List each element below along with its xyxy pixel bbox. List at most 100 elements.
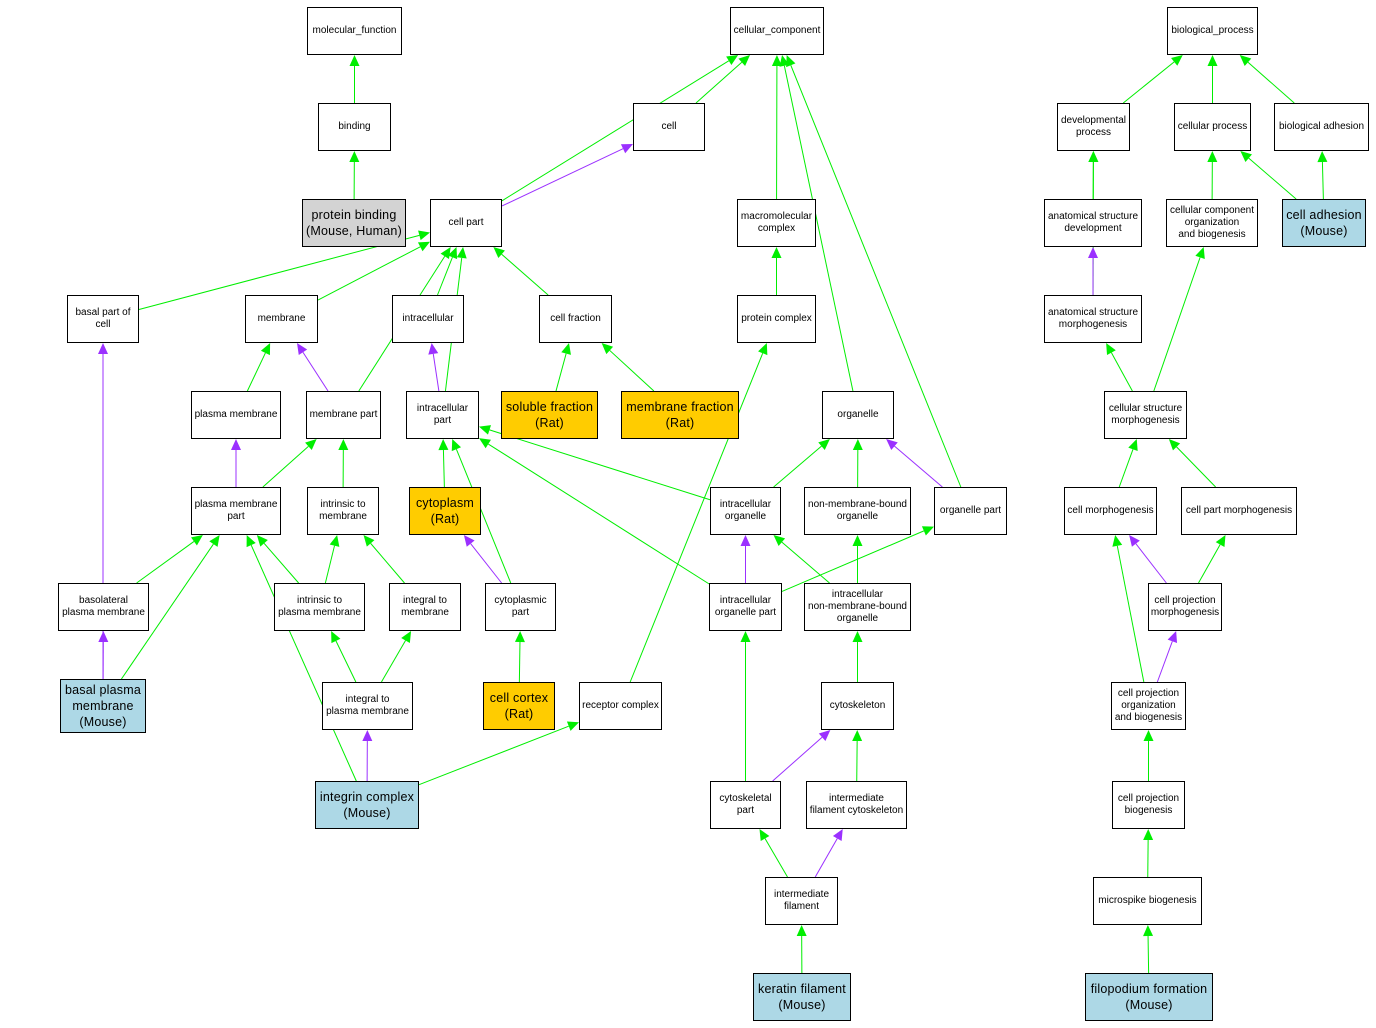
arrowhead: [329, 535, 340, 547]
edge-is-a: [381, 640, 406, 683]
node-protein-complex[interactable]: protein complex: [737, 295, 816, 343]
node-basal-part-of-cell[interactable]: basal part of cell: [67, 295, 139, 343]
node-cell-cortex[interactable]: cell cortex (Rat): [483, 682, 555, 730]
node-biological-adhesion[interactable]: biological adhesion: [1274, 103, 1369, 151]
arrowhead: [417, 241, 430, 252]
edge-is-a: [370, 543, 405, 584]
node-cytoskeleton[interactable]: cytoskeleton: [821, 682, 894, 730]
node-cellular-process[interactable]: cellular process: [1174, 103, 1251, 151]
node-basal-plasma-membrane[interactable]: basal plasma membrane (Mouse): [60, 679, 146, 733]
node-integrin-complex[interactable]: integrin complex (Mouse): [315, 781, 419, 829]
node-intermediate-filament[interactable]: intermediate filament: [765, 877, 838, 925]
node-cell[interactable]: cell: [633, 103, 705, 151]
arrowhead: [401, 631, 412, 644]
edge-part-of: [814, 838, 838, 878]
node-organelle-part[interactable]: organelle part: [934, 487, 1007, 535]
node-keratin-filament[interactable]: keratin filament (Mouse): [753, 973, 851, 1021]
node-organelle[interactable]: organelle: [822, 391, 894, 439]
arrowhead: [771, 55, 782, 67]
node-anatomical-structure-development[interactable]: anatomical structure development: [1044, 199, 1142, 247]
node-cell-part[interactable]: cell part: [430, 199, 502, 247]
arrowhead: [246, 535, 256, 548]
arrowhead: [1240, 151, 1252, 162]
node-intracellular[interactable]: intracellular: [392, 295, 464, 343]
node-membrane-fraction[interactable]: membrane fraction (Rat): [621, 391, 739, 439]
edge-is-a: [442, 449, 445, 488]
arrowhead: [1239, 55, 1252, 67]
node-macromolecular-complex[interactable]: macromolecular complex: [737, 199, 816, 247]
edge-part-of: [894, 445, 943, 488]
edge-is-a: [1118, 449, 1134, 488]
node-cytoskeletal-part[interactable]: cytoskeletal part: [710, 781, 781, 829]
node-cellular-component[interactable]: cellular_component: [730, 7, 824, 55]
edge-is-a: [695, 61, 743, 104]
arrowhead: [338, 439, 349, 451]
node-filopodium-formation[interactable]: filopodium formation (Mouse): [1085, 973, 1213, 1021]
node-developmental-process[interactable]: developmental process: [1057, 103, 1130, 151]
node-anatomical-structure-morphogenesis[interactable]: anatomical structure morphogenesis: [1044, 295, 1142, 343]
node-molecular-function[interactable]: molecular_function: [307, 7, 402, 55]
arrowhead: [362, 730, 373, 742]
arrowhead: [209, 535, 220, 547]
node-protein-binding[interactable]: protein binding (Mouse, Human): [302, 199, 406, 247]
arrowhead: [1143, 925, 1154, 937]
node-cell-projection-morphogenesis[interactable]: cell projection morphogenesis: [1148, 583, 1222, 631]
node-basolateral-plasma-membrane[interactable]: basolateral plasma membrane: [58, 583, 149, 631]
node-plasma-membrane-part[interactable]: plasma membrane part: [191, 487, 281, 535]
arrowhead: [363, 535, 375, 547]
node-cell-fraction[interactable]: cell fraction: [539, 295, 612, 343]
node-intermediate-filament-cytoskeleton[interactable]: intermediate filament cytoskeleton: [806, 781, 907, 829]
node-cell-adhesion[interactable]: cell adhesion (Mouse): [1282, 199, 1366, 247]
node-integral-to-plasma-membrane[interactable]: integral to plasma membrane: [322, 682, 413, 730]
node-cell-projection-organization[interactable]: cell projection organization and biogene…: [1111, 682, 1186, 730]
edge-is-a: [263, 542, 300, 584]
arrowhead: [738, 55, 750, 67]
arrowhead: [331, 631, 341, 644]
node-intrinsic-to-plasma-membrane[interactable]: intrinsic to plasma membrane: [274, 583, 365, 631]
edge-is-a: [488, 443, 710, 585]
node-cell-part-morphogenesis[interactable]: cell part morphogenesis: [1181, 487, 1297, 535]
node-cell-morphogenesis[interactable]: cell morphogenesis: [1064, 487, 1157, 535]
node-intracellular-organelle[interactable]: intracellular organelle: [710, 487, 781, 535]
node-cellular-structure-morphogenesis[interactable]: cellular structure morphogenesis: [1104, 391, 1187, 439]
node-membrane-part[interactable]: membrane part: [306, 391, 381, 439]
node-soluble-fraction[interactable]: soluble fraction (Rat): [501, 391, 598, 439]
node-integral-to-membrane[interactable]: integral to membrane: [389, 583, 461, 631]
node-cytoplasm[interactable]: cytoplasm (Rat): [409, 487, 481, 535]
edge-is-a: [455, 449, 512, 584]
arrowhead: [438, 439, 449, 451]
edge-part-of: [772, 736, 823, 782]
arrowhead: [726, 55, 739, 66]
arrowhead: [1143, 730, 1154, 741]
node-membrane[interactable]: membrane: [245, 295, 318, 343]
edge-is-a: [783, 65, 854, 392]
node-receptor-complex[interactable]: receptor complex: [579, 682, 662, 730]
arrowhead: [740, 631, 751, 642]
node-intracellular-part[interactable]: intracellular part: [406, 391, 479, 439]
arrowhead: [759, 829, 770, 842]
edge-is-a: [518, 641, 521, 683]
node-binding[interactable]: binding: [318, 103, 391, 151]
arrowhead: [786, 55, 796, 68]
edge-is-a: [136, 541, 195, 584]
node-cytoplasmic-part[interactable]: cytoplasmic part: [485, 583, 556, 631]
arrowhead: [852, 439, 863, 451]
arrowhead: [260, 343, 271, 356]
edge-is-a: [629, 353, 764, 683]
edge-is-a: [1321, 161, 1324, 200]
arrowhead: [463, 535, 475, 547]
node-intracellular-organelle-part[interactable]: intracellular organelle part: [709, 583, 782, 631]
arrowhead: [1143, 829, 1154, 841]
arrowhead: [514, 631, 525, 643]
node-microspike-biogenesis[interactable]: microspike biogenesis: [1093, 877, 1202, 925]
node-plasma-membrane[interactable]: plasma membrane: [191, 391, 281, 439]
node-intracellular-non-membrane-bound-organelle[interactable]: intracellular non-membrane-bound organel…: [804, 583, 911, 631]
node-non-membrane-bound-organelle[interactable]: non-membrane-bound organelle: [804, 487, 911, 535]
node-cellular-component-organization[interactable]: cellular component organization and biog…: [1166, 199, 1258, 247]
node-intrinsic-to-membrane[interactable]: intrinsic to membrane: [307, 487, 379, 535]
arrowhead: [1128, 439, 1138, 452]
edge-part-of: [501, 148, 624, 207]
node-cell-projection-biogenesis[interactable]: cell projection biogenesis: [1112, 781, 1185, 829]
arrowhead: [479, 438, 491, 449]
node-biological-process[interactable]: biological_process: [1167, 7, 1258, 55]
